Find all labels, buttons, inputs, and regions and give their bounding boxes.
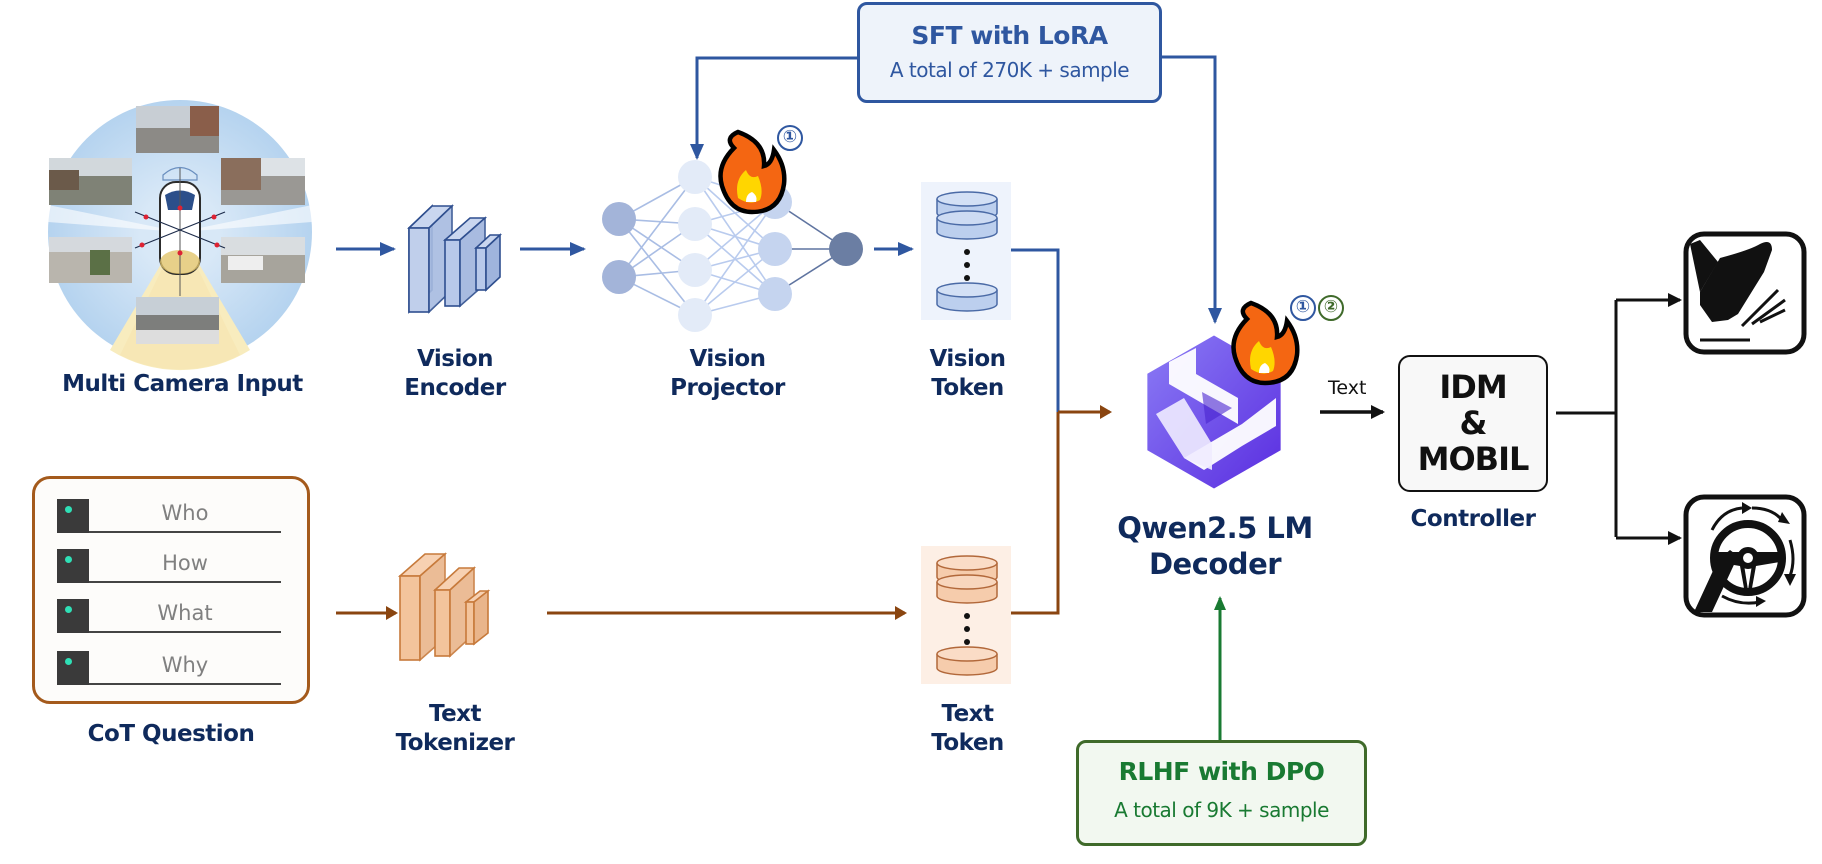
controller-line-idm: IDM [1439, 368, 1507, 406]
network-node [678, 253, 712, 287]
text-tokenizer-icon [397, 552, 491, 662]
vision-token-connector [1011, 248, 1060, 412]
vision-token-label-line1: Vision [929, 346, 1006, 372]
controller-label: Controller [1410, 506, 1536, 532]
network-edge [618, 176, 696, 278]
stage-badge-1: ① [777, 125, 803, 151]
network-edge [618, 218, 696, 316]
steering-wheel-icon [1683, 494, 1807, 618]
vision-token-label-line2: Token [931, 375, 1004, 401]
network-node [678, 207, 712, 241]
cot-question-item: What [57, 599, 281, 633]
vision-encoder-label: Vision Encoder [385, 345, 525, 403]
decoder-label: Qwen2.5 LM Decoder [1100, 510, 1330, 582]
camera-back-right [221, 237, 305, 283]
text-tokenizer-label: Text Tokenizer [385, 700, 525, 758]
sft-line-to-decoder [1162, 55, 1222, 324]
text-token-label: Text Token [900, 700, 1035, 758]
camera-back-left [49, 237, 132, 283]
camera-back [136, 297, 219, 344]
camera-front-left [49, 158, 132, 205]
fire-icon [718, 129, 787, 215]
vision-projector-label: Vision Projector [655, 345, 800, 403]
vision-encoder-icon [407, 204, 503, 314]
controller-line-amp: & [1459, 404, 1488, 442]
network-edge [694, 201, 776, 316]
text-token-label-line1: Text [941, 701, 994, 727]
decoder-badge-2: ② [1318, 295, 1344, 321]
network-edge [694, 248, 776, 316]
network-node [758, 277, 792, 311]
text-tokenizer-label-line1: Text [428, 701, 482, 727]
camera-front [136, 106, 219, 153]
question-marker-icon [57, 549, 89, 583]
question-text: Who [161, 501, 209, 525]
vision-projector-label-line2: Projector [670, 375, 785, 401]
rlhf-subtitle: A total of 9K + sample [1114, 798, 1329, 822]
cot-question-item: How [57, 549, 281, 583]
network-node [602, 202, 636, 236]
sft-subtitle: A total of 270K + sample [889, 58, 1130, 82]
sft-title: SFT with LoRA [911, 21, 1108, 50]
fire-icon [1231, 300, 1300, 386]
cot-question-item: Why [57, 651, 281, 685]
controller-box: IDM & MOBIL [1398, 355, 1548, 492]
vision-encoder-label-line1: Vision [416, 346, 494, 372]
question-marker-icon [57, 599, 89, 633]
question-text: Why [161, 653, 209, 677]
multi-camera-illustration [48, 100, 312, 371]
camera-front-right [221, 158, 305, 205]
question-text: How [162, 551, 208, 575]
question-marker-icon [57, 499, 89, 533]
multi-camera-label: Multi Camera Input [62, 371, 303, 397]
decoder-label-line2: Decoder [1148, 547, 1282, 581]
network-node [602, 260, 636, 294]
vision-projector-label-line1: Vision [689, 346, 766, 372]
vision-token-stack [921, 182, 1011, 320]
vision-encoder-label-line2: Encoder [404, 375, 506, 401]
vision-projector-network [602, 160, 863, 332]
pedal-foot-icon [1683, 231, 1807, 355]
text-token-label-line2: Token [931, 730, 1004, 756]
network-node [829, 232, 863, 266]
network-node [678, 160, 712, 194]
sft-line-to-projector [690, 56, 857, 160]
question-marker-icon [57, 651, 89, 685]
rlhf-training-box: RLHF with DPO A total of 9K + sample [1076, 740, 1367, 846]
text-token-connector [1011, 412, 1060, 615]
decoder-badge-1: ① [1290, 295, 1316, 321]
text-token-stack [921, 546, 1011, 684]
cot-question-item: Who [57, 499, 281, 533]
edge-label-text: Text [1328, 377, 1367, 399]
decoder-label-line1: Qwen2.5 LM [1117, 511, 1313, 545]
controller-line-mobil: MOBIL [1417, 440, 1530, 478]
question-text: What [157, 601, 213, 625]
vision-token-label: Vision Token [900, 345, 1035, 403]
ego-vehicle [134, 166, 226, 296]
sft-training-box: SFT with LoRA A total of 270K + sample [857, 2, 1162, 103]
network-node [678, 298, 712, 332]
cot-question-box: Who How What Why [32, 476, 310, 704]
text-tokenizer-label-line2: Tokenizer [395, 730, 515, 756]
cot-question-label: CoT Question [87, 721, 255, 747]
controller-branch-lines [1556, 300, 1618, 537]
rlhf-title: RLHF with DPO [1118, 757, 1325, 786]
network-node [758, 232, 792, 266]
